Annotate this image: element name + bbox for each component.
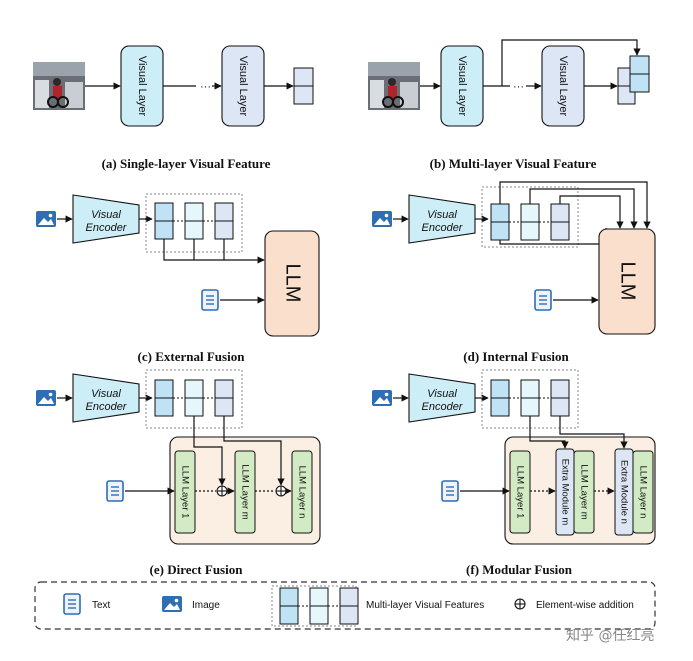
caption-c: (c) External Fusion	[138, 349, 246, 364]
caption-b: (b) Multi-layer Visual Feature	[430, 156, 597, 171]
caption-a: (a) Single-layer Visual Feature	[102, 156, 271, 171]
extra-module-m-label: Extra Module m	[559, 459, 570, 526]
caption-d: (d) Internal Fusion	[463, 349, 569, 364]
llm-layer-n-f	[632, 450, 654, 534]
text-icon-e	[106, 480, 124, 502]
legend-addition-label: Element-wise addition	[536, 600, 634, 611]
dots-a: ···	[200, 81, 211, 93]
text-icon-f	[441, 480, 459, 502]
visual-layer-a1-label: Visual Layer	[136, 56, 148, 117]
legend-text-label: Text	[92, 600, 111, 611]
image-icon-c	[36, 211, 56, 227]
panel-b: Visual Layer ··· Visual Layer (b) Multi-…	[367, 39, 650, 171]
llm-layer-1-f	[509, 450, 531, 534]
visual-encoder-c	[72, 194, 140, 244]
visual-layer-b1-label: Visual Layer	[456, 56, 468, 117]
legend-addition-icon	[514, 598, 526, 610]
features-group-d	[481, 186, 579, 248]
llm-layer-m-f-label: LLM Layer m	[578, 464, 589, 520]
visual-layer-a2-label: Visual Layer	[237, 56, 249, 117]
llm-layer-n-e	[291, 450, 313, 534]
llm-c	[264, 230, 320, 337]
image-icon-d	[372, 211, 392, 227]
multi-layer-features-c	[154, 202, 234, 240]
llm-layer-m-e	[234, 450, 256, 534]
text-icon-d	[534, 289, 552, 311]
extra-module-n-label: Extra Module n	[618, 460, 629, 524]
legend-text-icon	[63, 593, 81, 615]
add-op-n	[275, 485, 287, 497]
input-photo-a	[32, 61, 86, 111]
llm-layer-n-f-label: LLM Layer n	[637, 466, 648, 519]
llm-layer-1-f-label: LLM Layer 1	[514, 466, 525, 519]
legend-image-icon	[162, 596, 182, 612]
visual-layer-b2-label: Visual Layer	[557, 56, 569, 117]
llm-c-label: LLM	[282, 264, 304, 303]
image-icon-e	[36, 390, 56, 406]
caption-f: (f) Modular Fusion	[466, 562, 573, 577]
legend-features-label: Multi-layer Visual Features	[366, 600, 484, 611]
multi-layer-features-d	[490, 203, 570, 241]
visual-encoder-e	[72, 373, 140, 423]
dots-b: ···	[513, 81, 524, 93]
llm-d-label: LLM	[617, 262, 639, 301]
llm-layer-n-e-label: LLM Layer n	[296, 466, 307, 519]
caption-e: (e) Direct Fusion	[150, 562, 244, 577]
input-photo-b	[367, 61, 421, 111]
legend-box	[34, 581, 656, 630]
llm-layer-m-f	[573, 450, 595, 534]
image-icon-f	[372, 390, 392, 406]
llm-layer-1-e	[174, 450, 196, 534]
legend-features-icon	[279, 587, 359, 625]
llm-layer-1-e-label: LLM Layer 1	[179, 466, 190, 519]
watermark: 知乎 @任红亮	[566, 627, 654, 644]
text-icon-c	[201, 289, 219, 311]
visual-encoder-f	[408, 373, 476, 423]
llm-d	[598, 228, 656, 335]
multi-layer-features-e	[154, 379, 234, 417]
legend: Text Image Multi-layer Visual Features E…	[34, 581, 656, 630]
panel-a: Visual Layer ··· Visual Layer (a) Single…	[32, 45, 314, 171]
llm-layer-m-e-label: LLM Layer m	[239, 464, 250, 520]
multi-layer-features-f	[490, 379, 570, 417]
visual-encoder-d	[408, 194, 476, 244]
add-op-m	[216, 485, 228, 497]
legend-image-label: Image	[192, 600, 220, 611]
